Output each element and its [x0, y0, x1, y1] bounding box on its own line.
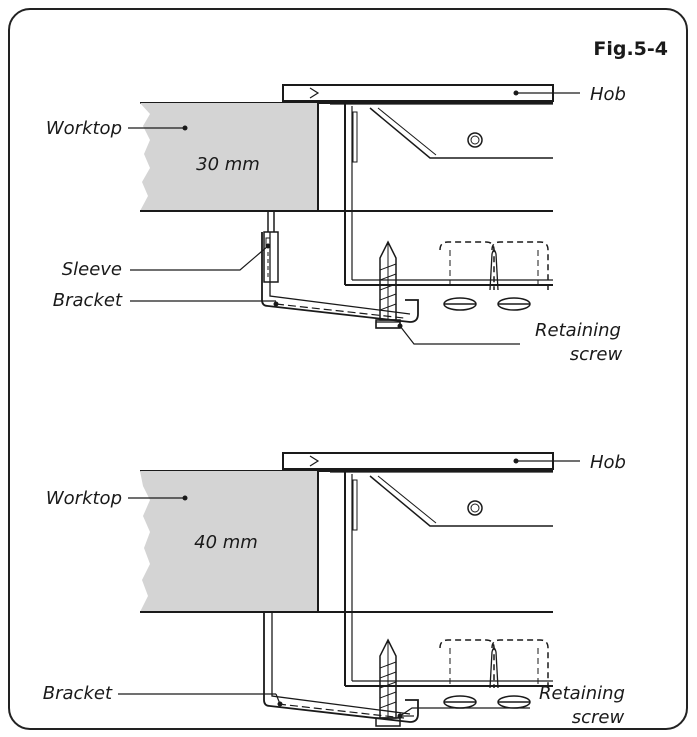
- bracket-label: Bracket: [43, 683, 113, 704]
- worktop-label: Worktop: [46, 118, 122, 139]
- retaining-screw-label-2: screw: [570, 344, 623, 365]
- hob-button-icon: [467, 500, 483, 516]
- hob-knobs: [439, 639, 549, 709]
- thickness-label: 40 mm: [194, 532, 258, 553]
- bracket: [263, 612, 419, 723]
- worktop-label: Worktop: [46, 488, 122, 509]
- figure-title: Fig.5-4: [593, 38, 668, 60]
- retaining-screw-label-2: screw: [572, 707, 625, 728]
- diagram-40mm: Worktop 40 mm Hob Bracket Retaining scre…: [43, 452, 626, 728]
- hob-knobs: [439, 241, 549, 311]
- bracket-label: Bracket: [53, 290, 123, 311]
- hob-label: Hob: [590, 452, 626, 473]
- worktop-block: [140, 471, 318, 612]
- thickness-label: 30 mm: [196, 154, 260, 175]
- hob-button-icon: [467, 132, 483, 148]
- sleeve-label: Sleeve: [62, 259, 122, 280]
- bracket: [261, 232, 419, 323]
- retaining-screw-label-1: Retaining: [539, 683, 625, 704]
- figure-frame: [8, 8, 688, 730]
- retaining-screw-label-1: Retaining: [535, 320, 621, 341]
- hob-plate: [282, 84, 554, 102]
- retaining-screw: [375, 241, 401, 329]
- retaining-screw: [375, 639, 401, 727]
- sleeve: [263, 231, 279, 283]
- hob-label: Hob: [590, 84, 626, 105]
- diagram-30mm: Worktop 30 mm Hob Sleeve Bracket Retaini…: [46, 84, 626, 365]
- hob-plate: [282, 452, 554, 470]
